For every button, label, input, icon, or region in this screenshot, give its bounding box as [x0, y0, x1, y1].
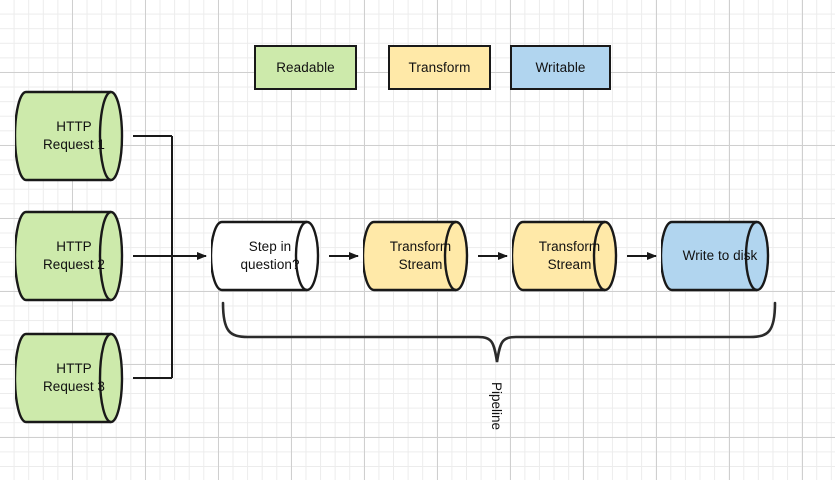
pipeline-brace-label: Pipeline	[489, 382, 504, 431]
cylinder-shape	[13, 332, 124, 424]
legend-item-readable: Readable	[254, 45, 357, 90]
node-http-request-2[interactable]: HTTP Request 2	[13, 210, 133, 302]
cylinder-shape	[659, 220, 770, 292]
legend-item-transform: Transform	[388, 45, 491, 90]
node-write-to-disk[interactable]: Write to disk	[659, 220, 779, 292]
legend-item-writable: Writable	[510, 45, 611, 90]
cylinder-shape	[510, 220, 618, 292]
legend-label-transform: Transform	[408, 60, 471, 75]
node-http-request-1[interactable]: HTTP Request 1	[13, 90, 133, 182]
legend-label-readable: Readable	[276, 60, 335, 75]
pipeline-brace	[221, 301, 777, 363]
node-http-request-3[interactable]: HTTP Request 3	[13, 332, 133, 424]
cylinder-shape	[13, 90, 124, 182]
cylinder-shape	[361, 220, 469, 292]
node-transform-stream-2[interactable]: Transform Stream	[510, 220, 627, 292]
node-step-in-question[interactable]: Step in question?	[209, 220, 329, 292]
cylinder-shape	[13, 210, 124, 302]
node-transform-stream-1[interactable]: Transform Stream	[361, 220, 478, 292]
cylinder-shape	[209, 220, 320, 292]
legend-label-writable: Writable	[535, 60, 586, 75]
